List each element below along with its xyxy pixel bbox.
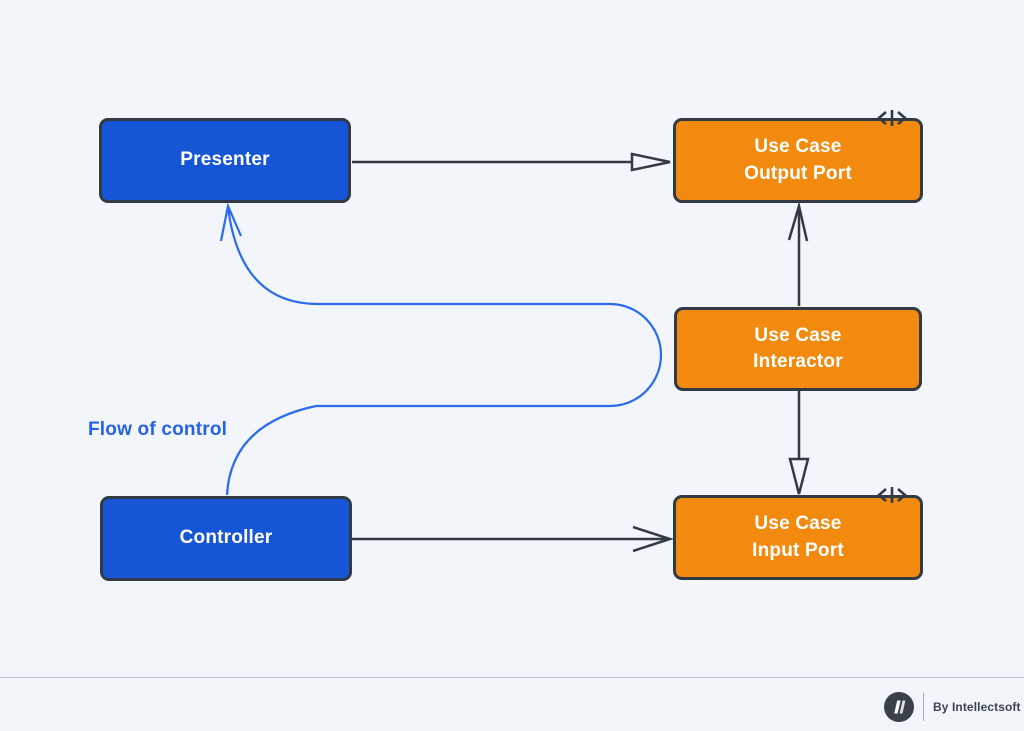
edge-interactor-to-output-port bbox=[787, 201, 809, 306]
node-label: Presenter bbox=[180, 149, 270, 171]
node-controller: Controller bbox=[100, 496, 352, 581]
edge-presenter-to-output-port bbox=[352, 152, 671, 172]
interface-io-icon bbox=[877, 110, 907, 126]
intellectsoft-logo-icon bbox=[884, 692, 914, 722]
node-label: Use Case Input Port bbox=[752, 513, 844, 561]
node-use-case-interactor: Use Case Interactor bbox=[674, 307, 922, 391]
node-label: Use Case Interactor bbox=[753, 324, 843, 372]
interface-io-icon bbox=[877, 487, 907, 503]
edge-flow-of-control bbox=[219, 202, 663, 496]
footer-brand: By Intellectsoft bbox=[884, 691, 1021, 723]
hollow-triangle-arrowhead bbox=[788, 457, 810, 495]
open-arrowhead bbox=[787, 201, 809, 242]
footer-logo-divider bbox=[923, 693, 924, 721]
footer-brand-text: By Intellectsoft bbox=[933, 700, 1021, 714]
hollow-triangle-arrowhead bbox=[630, 152, 671, 172]
node-use-case-input-port: Use Case Input Port bbox=[673, 495, 923, 580]
node-presenter: Presenter bbox=[99, 118, 351, 203]
flow-of-control-label: Flow of control bbox=[88, 419, 228, 440]
open-arrowhead-blue bbox=[219, 202, 243, 242]
open-arrowhead bbox=[632, 525, 675, 553]
node-label: Use Case Output Port bbox=[744, 136, 852, 184]
edge-controller-to-input-port bbox=[352, 525, 675, 553]
edge-interactor-to-input-port bbox=[788, 391, 810, 495]
footer-divider bbox=[0, 677, 1024, 678]
intellectsoft-logo-glyph bbox=[894, 700, 906, 714]
node-label: Controller bbox=[179, 527, 273, 549]
node-use-case-output-port: Use Case Output Port bbox=[673, 118, 923, 203]
